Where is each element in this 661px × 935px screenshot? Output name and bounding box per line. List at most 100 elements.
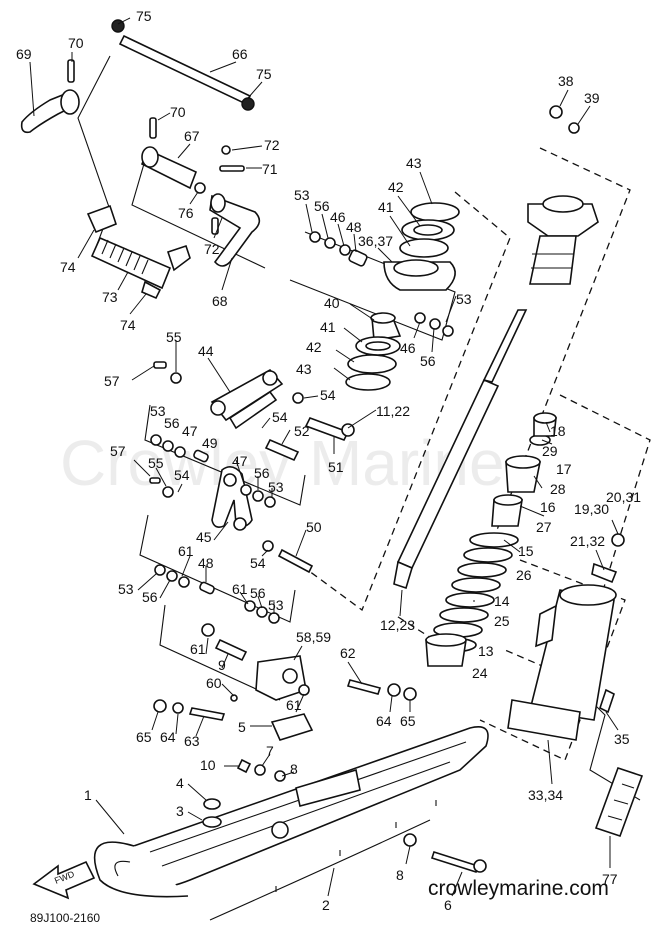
label-65-left: 65 [136, 729, 152, 745]
label-43-lower: 43 [296, 361, 312, 377]
label-56-housing: 56 [420, 353, 436, 369]
label-45: 45 [196, 529, 212, 545]
diagram-code: 89J100-2160 [30, 911, 100, 925]
label-11-22: 11,22 [376, 403, 410, 419]
label-61-left: 61 [190, 641, 206, 657]
label-4: 4 [176, 775, 184, 791]
label-53-left: 53 [150, 403, 166, 419]
label-62: 62 [340, 645, 356, 661]
label-28: 28 [550, 481, 566, 497]
label-46-lower: 46 [400, 340, 416, 356]
leader-lines [29, 17, 619, 897]
shock-absorber [393, 309, 557, 667]
label-42-lower: 42 [306, 339, 322, 355]
label-47-lower: 47 [232, 453, 248, 469]
label-26: 26 [516, 567, 532, 583]
ski [93, 726, 489, 921]
label-57-upper: 57 [104, 373, 120, 389]
label-19-30: 19,30 [574, 501, 609, 517]
label-35: 35 [614, 731, 630, 747]
label-53-lower-left: 53 [118, 581, 134, 597]
label-60: 60 [206, 675, 222, 691]
label-56-upper: 56 [314, 198, 330, 214]
label-39: 39 [584, 90, 600, 106]
label-65-right: 65 [400, 713, 416, 729]
watermark: Crowley Marine [60, 427, 505, 499]
label-54-middle: 54 [272, 409, 288, 425]
label-9: 9 [218, 657, 226, 673]
label-64-right: 64 [376, 713, 392, 729]
damper-body [507, 533, 625, 741]
label-21-32: 21,32 [570, 533, 605, 549]
label-17: 17 [556, 461, 572, 477]
label-75-top: 75 [136, 8, 152, 24]
label-33-34: 33,34 [528, 787, 563, 803]
label-56-lower-right: 56 [250, 585, 266, 601]
label-73: 73 [102, 289, 118, 305]
label-68: 68 [212, 293, 228, 309]
steering-linkage [20, 19, 261, 300]
label-51: 51 [328, 459, 344, 475]
label-15: 15 [518, 543, 534, 559]
label-50: 50 [306, 519, 322, 535]
label-70-mid: 70 [170, 104, 186, 120]
label-43-upper: 43 [406, 155, 422, 171]
label-74-upper: 74 [60, 259, 76, 275]
label-54-upper-right: 54 [320, 387, 336, 403]
label-71: 71 [262, 161, 278, 177]
part-labels: 75 70 69 66 75 38 39 70 67 72 71 76 43 4… [16, 8, 641, 913]
label-61-lower: 61 [286, 697, 302, 713]
label-53-upper: 53 [294, 187, 310, 203]
label-1: 1 [84, 787, 92, 803]
label-41-upper: 41 [378, 199, 394, 215]
bearing-stack [345, 202, 460, 391]
label-53-housing: 53 [456, 291, 472, 307]
label-63: 63 [184, 733, 200, 749]
label-69: 69 [16, 46, 32, 62]
site-name: crowleymarine.com [428, 877, 609, 900]
label-27: 27 [536, 519, 552, 535]
label-66: 66 [232, 46, 248, 62]
label-42-upper: 42 [388, 179, 404, 195]
label-8-lower: 8 [396, 867, 404, 883]
label-55-lower: 55 [148, 455, 164, 471]
label-25: 25 [494, 613, 510, 629]
ski-bracket [153, 655, 417, 782]
label-6: 6 [444, 897, 452, 913]
fwd-arrow-icon: FWD [32, 860, 96, 900]
label-48-upper: 48 [346, 219, 362, 235]
label-36-37: 36,37 [358, 233, 393, 249]
label-41-lower: 41 [320, 319, 336, 335]
label-38: 38 [558, 73, 574, 89]
label-7: 7 [266, 743, 274, 759]
label-55-upper: 55 [166, 329, 182, 345]
label-75-right: 75 [256, 66, 272, 82]
label-20-31: 20,31 [606, 489, 641, 505]
label-64-left: 64 [160, 729, 176, 745]
label-3: 3 [176, 803, 184, 819]
upper-housing [527, 195, 599, 285]
label-29: 29 [542, 443, 558, 459]
label-56-lower-left: 56 [142, 589, 158, 605]
label-58-59: 58,59 [296, 629, 331, 645]
label-74-lower: 74 [120, 317, 136, 333]
label-47-upper: 47 [182, 423, 198, 439]
center-linkage [149, 361, 355, 595]
label-44: 44 [198, 343, 214, 359]
label-53-lower-right: 53 [268, 597, 284, 613]
label-57-lower: 57 [110, 443, 126, 459]
label-12-23: 12,23 [380, 617, 415, 633]
label-49: 49 [202, 435, 218, 451]
label-40: 40 [324, 295, 340, 311]
label-5: 5 [238, 719, 246, 735]
label-54-link: 54 [174, 467, 190, 483]
label-48-lower: 48 [198, 555, 214, 571]
label-18: 18 [550, 423, 566, 439]
label-24: 24 [472, 665, 488, 681]
label-70-top: 70 [68, 35, 84, 51]
label-46-upper: 46 [330, 209, 346, 225]
label-16: 16 [540, 499, 556, 515]
label-8-upper: 8 [290, 761, 298, 777]
label-2: 2 [322, 897, 330, 913]
